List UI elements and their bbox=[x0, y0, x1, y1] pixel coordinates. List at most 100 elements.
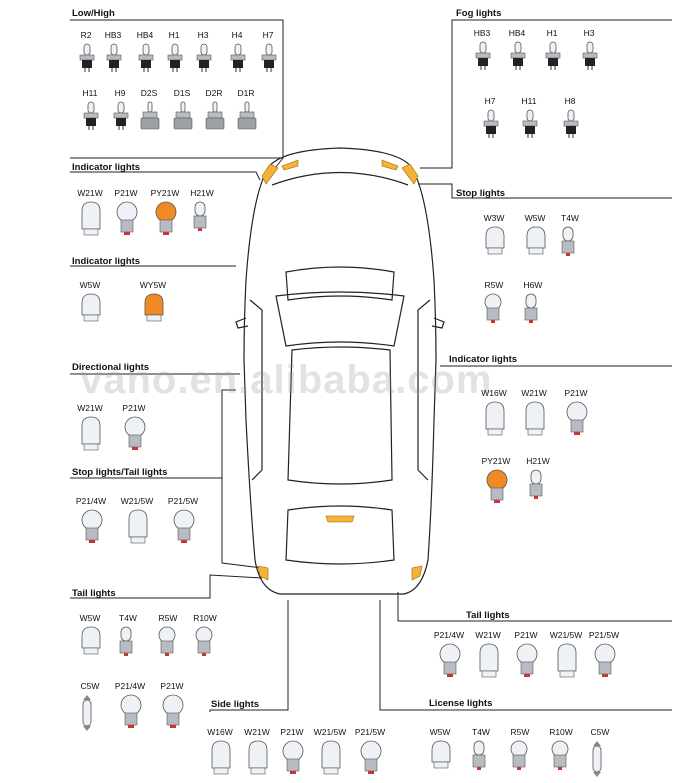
bulb-label: H11 bbox=[82, 88, 98, 98]
section-title-tail-left: Tail lights bbox=[72, 588, 116, 599]
bulb-label: W21/5W bbox=[549, 630, 583, 640]
bulb-halogen-icon bbox=[102, 43, 126, 78]
section-title-stop-tail: Stop lights/Tail lights bbox=[72, 467, 168, 478]
bulb-festoon-icon bbox=[589, 740, 605, 783]
connector-side bbox=[209, 600, 289, 712]
section-title-indicator-1: Indicator lights bbox=[72, 162, 141, 173]
bulb-label: P21/5W bbox=[354, 727, 386, 737]
bulb-label: W5W bbox=[79, 280, 101, 290]
bulb-ball-icon bbox=[119, 694, 143, 735]
bulb-label: H7 bbox=[262, 30, 274, 40]
bulb-halogen-icon bbox=[257, 43, 281, 78]
connector-indicator-1 bbox=[70, 171, 261, 181]
bulb-label: PY21W bbox=[481, 456, 511, 466]
bulb-halogen-icon bbox=[192, 43, 216, 78]
bulb-label: H8 bbox=[564, 96, 576, 106]
car-amber-lamps bbox=[257, 159, 423, 581]
bulb-label: W5W bbox=[524, 213, 546, 223]
bulb-small-icon bbox=[470, 740, 488, 777]
bulb-label: T4W bbox=[561, 213, 579, 223]
bulb-label: H1 bbox=[168, 30, 180, 40]
section-title-side: Side lights bbox=[211, 699, 260, 710]
bulb-label: H3 bbox=[583, 28, 595, 38]
bulb-ball-icon bbox=[172, 509, 196, 550]
bulb-halogen-icon bbox=[134, 43, 158, 78]
section-title-fog: Fog lights bbox=[456, 8, 502, 19]
bulb-label: D2S bbox=[140, 88, 158, 98]
bulb-halogen-icon bbox=[559, 109, 583, 144]
bulb-label: W21W bbox=[77, 188, 103, 198]
bulb-wedge-small-icon bbox=[79, 293, 103, 328]
bulb-halogen-icon bbox=[79, 101, 103, 136]
connector-tail-left bbox=[70, 574, 263, 599]
section-title-indicator-2: Indicator lights bbox=[72, 256, 141, 267]
bulb-wedge-icon bbox=[555, 643, 579, 684]
bulb-halogen-icon bbox=[541, 41, 565, 76]
bulb-label: P21W bbox=[160, 681, 184, 691]
bulb-label: WY5W bbox=[139, 280, 167, 290]
bulb-xenon-icon bbox=[138, 101, 162, 136]
bulb-label: P21W bbox=[114, 188, 138, 198]
bulb-label: D2R bbox=[205, 88, 223, 98]
bulb-small-ball-icon bbox=[509, 740, 529, 777]
bulb-label: W21W bbox=[475, 630, 501, 640]
bulb-label: H21W bbox=[526, 456, 550, 466]
bulb-label: D1S bbox=[173, 88, 191, 98]
watermark: vano.en.alibaba.com bbox=[80, 358, 493, 402]
bulb-halogen-icon bbox=[163, 43, 187, 78]
bulb-label: W21W bbox=[244, 727, 270, 737]
bulb-label: W3W bbox=[483, 213, 505, 223]
bulb-wedge-icon bbox=[477, 643, 501, 684]
bulb-label: P21W bbox=[514, 630, 538, 640]
bulb-label: H11 bbox=[521, 96, 537, 106]
bulb-label: R5W bbox=[510, 727, 530, 737]
bulb-small-ball-icon bbox=[157, 626, 177, 663]
connector-stop-tail bbox=[70, 389, 263, 569]
bulb-label: R5W bbox=[158, 613, 178, 623]
bulb-label: HB3 bbox=[473, 28, 491, 38]
bulb-ball-icon bbox=[80, 509, 104, 550]
section-title-license: License lights bbox=[429, 698, 493, 709]
bulb-halogen-icon bbox=[75, 43, 99, 78]
bulb-label: P21/4W bbox=[114, 681, 146, 691]
bulb-halogen-icon bbox=[506, 41, 530, 76]
section-title-directional: Directional lights bbox=[72, 362, 150, 373]
bulb-label: R10W bbox=[193, 613, 217, 623]
bulb-label: P21/4W bbox=[433, 630, 465, 640]
bulb-halogen-icon bbox=[226, 43, 250, 78]
bulb-label: H4 bbox=[231, 30, 243, 40]
bulb-label: W5W bbox=[429, 727, 451, 737]
car-outline bbox=[235, 147, 445, 595]
bulb-label: H6W bbox=[523, 280, 543, 290]
bulb-ball-icon bbox=[123, 416, 147, 457]
bulb-small-ball-icon bbox=[483, 293, 503, 330]
bulb-wedge-icon bbox=[209, 740, 233, 781]
bulb-label: C5W bbox=[80, 681, 100, 691]
bulb-festoon-icon bbox=[79, 694, 95, 737]
bulb-wedge-small-icon bbox=[79, 626, 103, 661]
bulb-halogen-icon bbox=[518, 109, 542, 144]
bulb-ball-icon bbox=[115, 201, 139, 242]
bulb-label: P21/5W bbox=[588, 630, 620, 640]
bulb-label: H7 bbox=[484, 96, 496, 106]
connector-stop bbox=[418, 183, 672, 199]
bulb-wedge-icon bbox=[126, 509, 150, 550]
bulb-label: T4W bbox=[472, 727, 490, 737]
bulb-label: D1R bbox=[237, 88, 255, 98]
bulb-ball-icon bbox=[515, 643, 539, 684]
section-title-indicator-right: Indicator lights bbox=[449, 354, 518, 365]
bulb-label: PY21W bbox=[150, 188, 180, 198]
bulb-label: P21W bbox=[564, 388, 588, 398]
bulb-label: H9 bbox=[114, 88, 126, 98]
bulb-small-ball-icon bbox=[550, 740, 570, 777]
bulb-xenon-icon bbox=[203, 101, 227, 136]
bulb-ball-icon bbox=[593, 643, 617, 684]
bulb-wedge-small-icon bbox=[524, 226, 548, 261]
bulb-label: P21W bbox=[280, 727, 304, 737]
bulb-wedge-small-icon bbox=[429, 740, 453, 775]
bulb-wedge-icon bbox=[246, 740, 270, 781]
bulb-ball-icon bbox=[161, 694, 185, 735]
bulb-wedge-small-icon bbox=[483, 226, 507, 261]
bulb-ball-icon bbox=[438, 643, 462, 684]
